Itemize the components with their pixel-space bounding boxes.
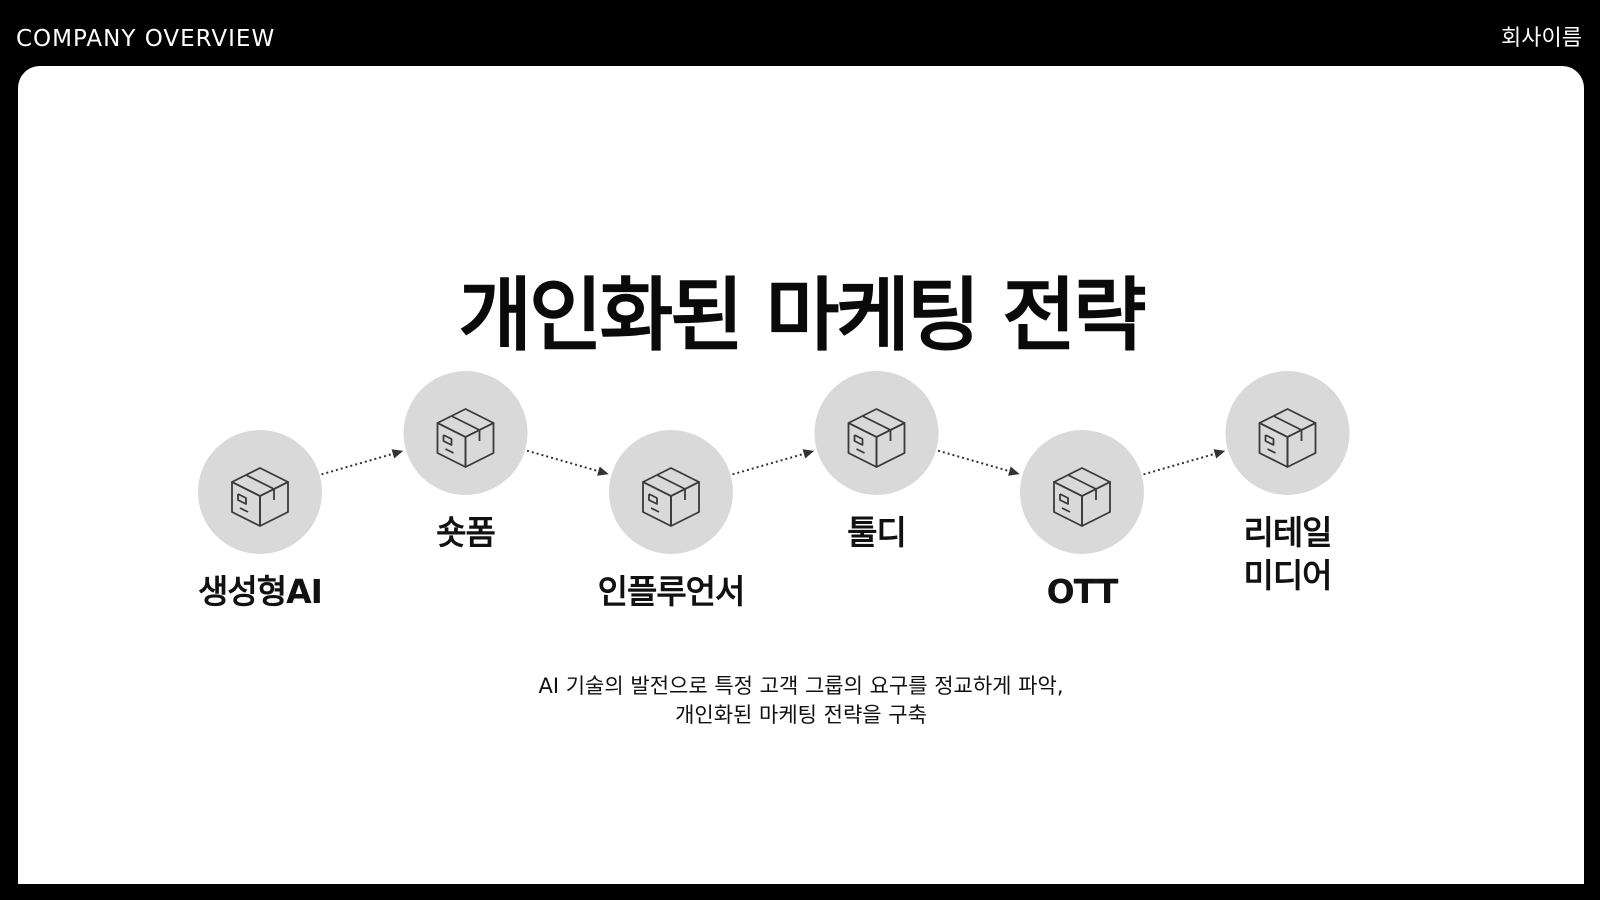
package-box-icon — [642, 467, 700, 527]
node-label-generative-ai: 생성형AI — [198, 572, 323, 611]
package-box-icon — [1053, 467, 1111, 527]
package-box-icon — [847, 408, 906, 468]
package-box-icon — [1258, 408, 1317, 468]
slide-description: AI 기술의 발전으로 특정 고객 그룹의 요구를 정교하게 파악, 개인화된 … — [18, 672, 1584, 730]
node-label-shortform: 숏폼 — [436, 513, 496, 552]
connector-arrow — [937, 449, 1020, 476]
description-line-2: 개인화된 마케팅 전략을 구축 — [675, 703, 927, 727]
node-circle-influencer — [609, 430, 733, 554]
node-circle-tooldi — [814, 371, 939, 495]
node-label-tooldi: 툴디 — [847, 513, 907, 552]
node-label-influencer: 인플루언서 — [597, 572, 746, 611]
package-box-icon — [436, 408, 495, 468]
description-line-1: AI 기술의 발전으로 특정 고객 그룹의 요구를 정교하게 파악, — [538, 674, 1064, 698]
connector-arrow — [321, 449, 404, 476]
node-circle-shortform — [403, 371, 528, 495]
connector-arrow — [526, 449, 609, 476]
header-section-label: COMPANY OVERVIEW — [16, 26, 276, 52]
connector-arrow — [1143, 449, 1226, 476]
node-label-retail-media: 리테일 미디어 — [1243, 513, 1332, 595]
node-label-ott: OTT — [1046, 572, 1119, 611]
slide-title: 개인화된 마케팅 전략 — [458, 269, 1146, 362]
node-circle-retail-media — [1225, 371, 1350, 495]
channel-diagram — [198, 371, 1350, 554]
connector-arrow — [732, 449, 815, 476]
package-box-icon — [231, 467, 289, 527]
node-circle-ott — [1020, 430, 1144, 554]
node-circle-generative-ai — [198, 430, 322, 554]
header-company-name: 회사이름 — [1501, 26, 1582, 51]
